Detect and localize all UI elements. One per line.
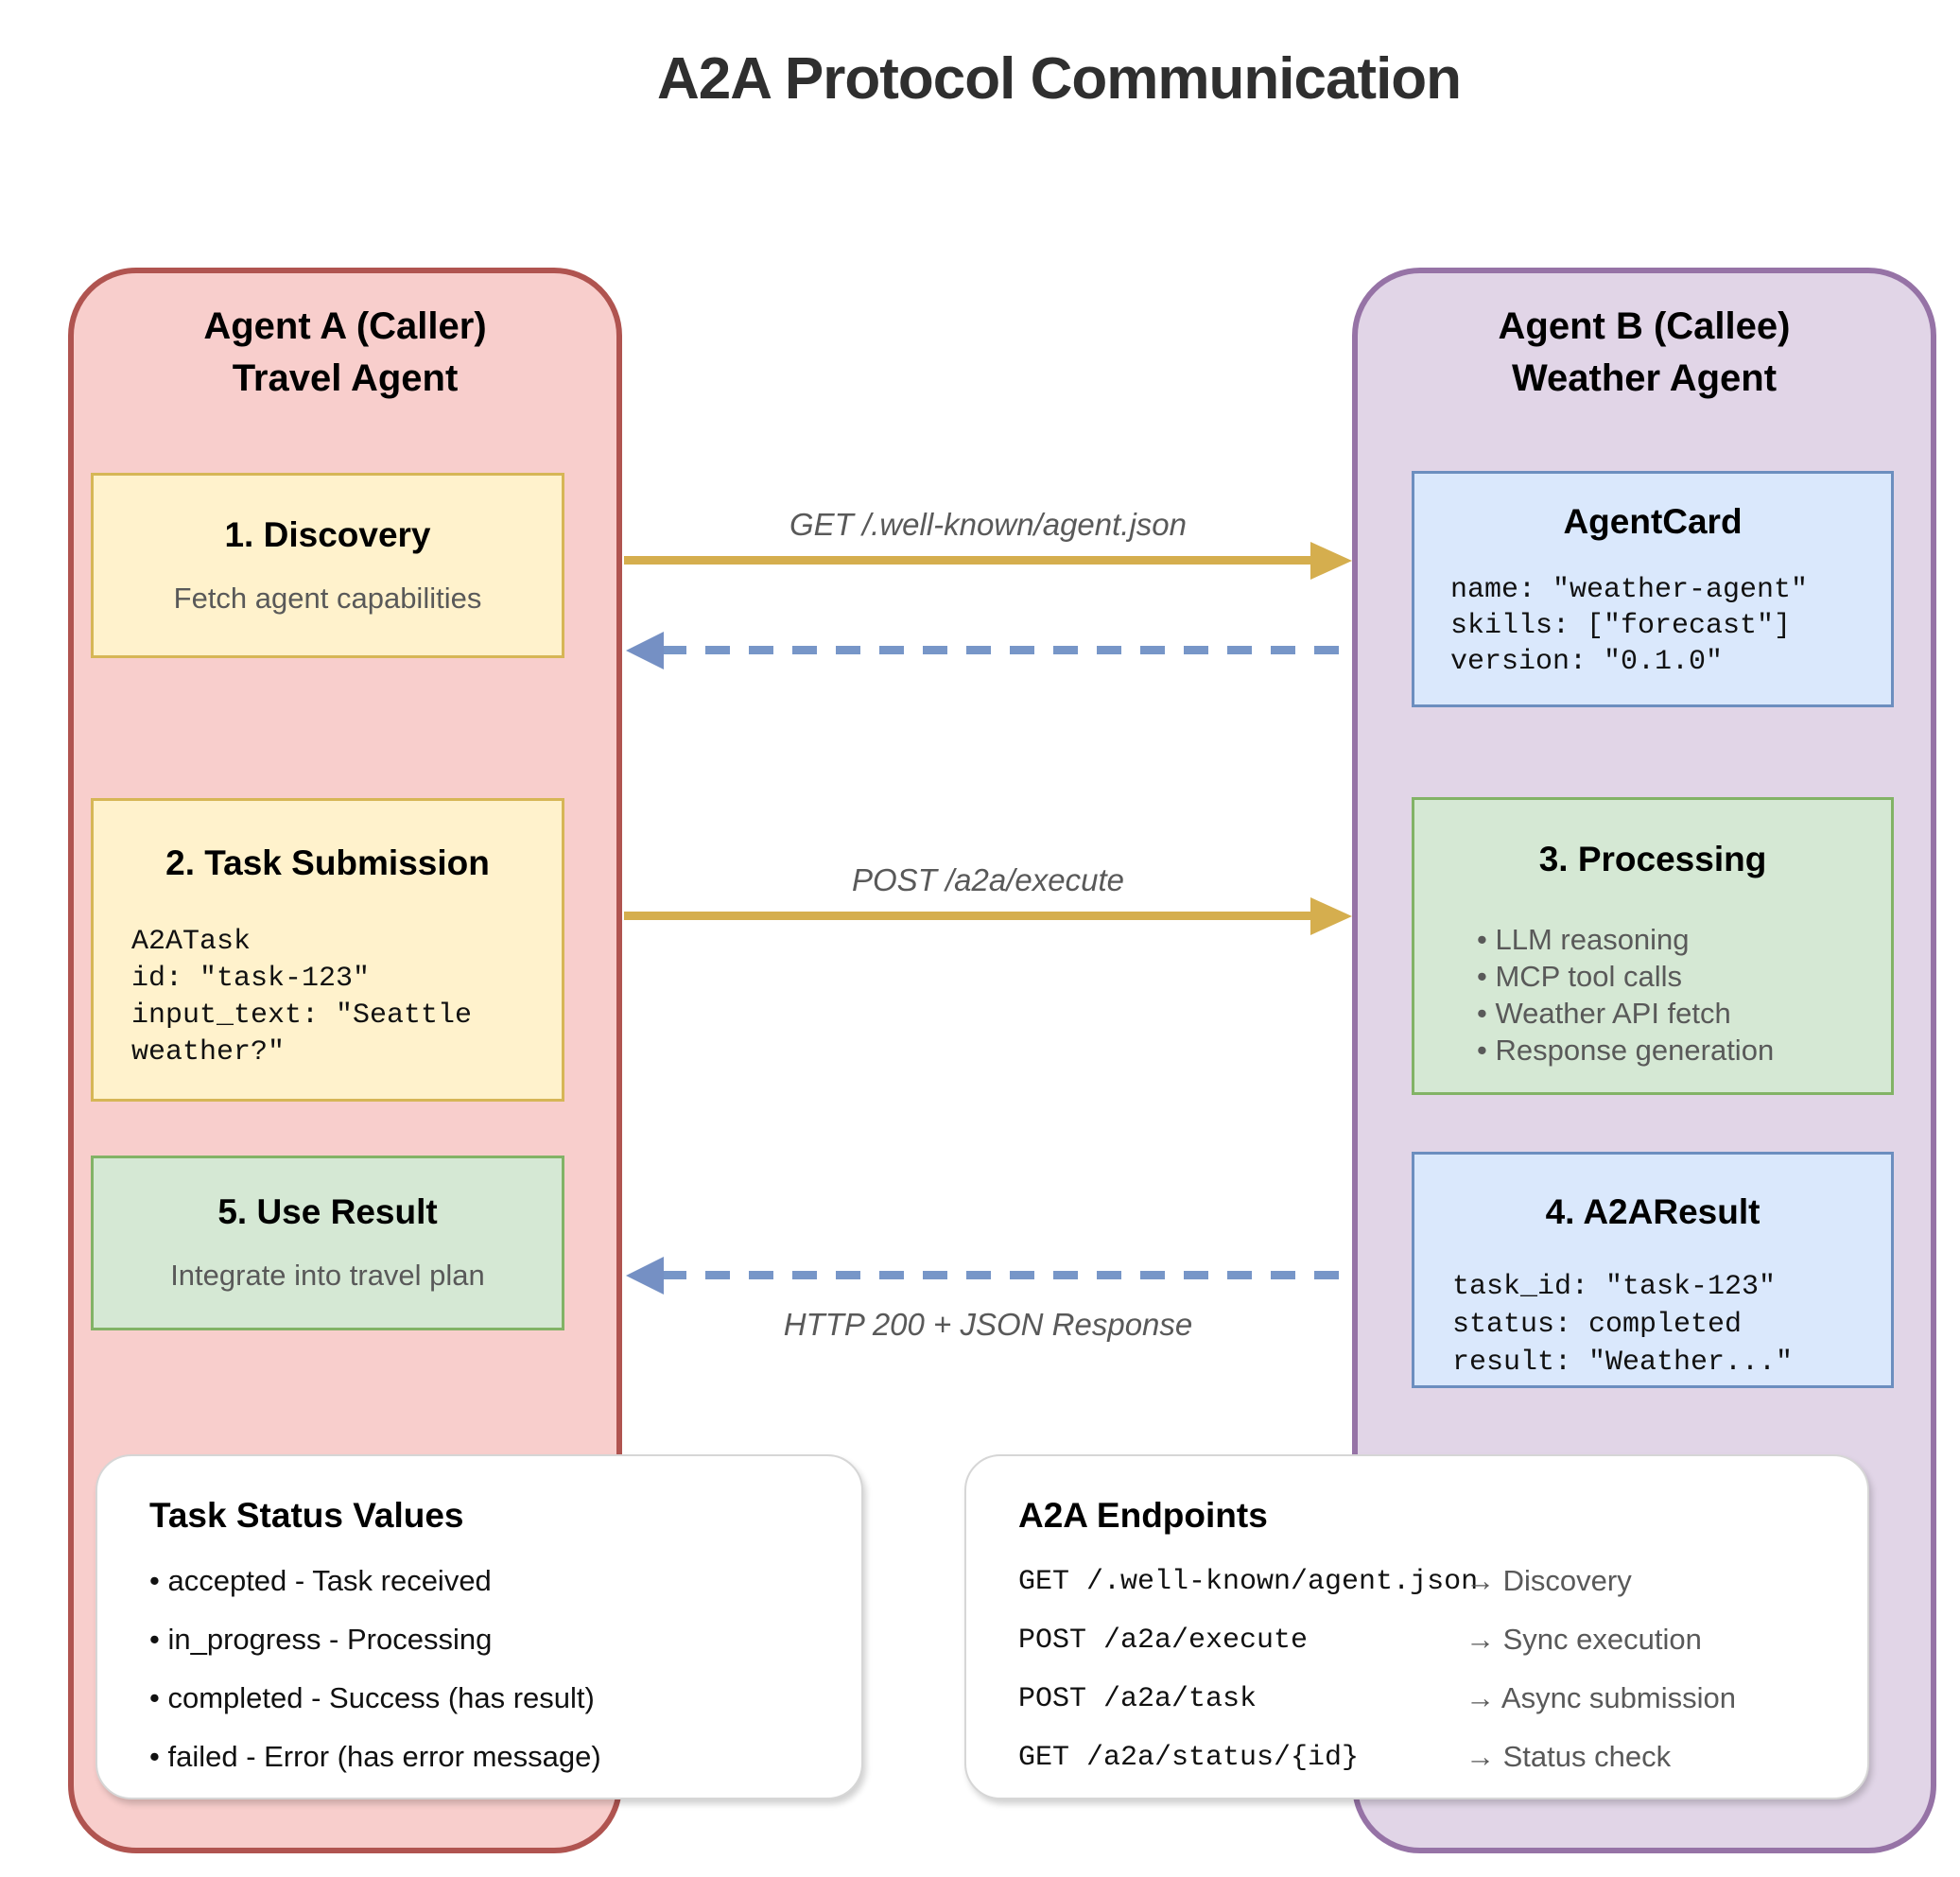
- node-a2a-result-code: task_id: "task-123" status: completed re…: [1452, 1271, 1794, 1379]
- node-processing-title: 3. Processing: [1538, 840, 1767, 878]
- node-agent-card-code: name: "weather-agent" skills: ["forecast…: [1450, 574, 1809, 678]
- a2a-endpoints-title: A2A Endpoints: [1018, 1496, 1268, 1535]
- node-processing-items: LLM reasoning MCP tool calls Weather API…: [1477, 921, 1774, 1069]
- status-item-in-progress: in_progress - Processing: [149, 1623, 492, 1657]
- node-discovery: 1. Discovery Fetch agent capabilities: [91, 473, 564, 658]
- node-agent-card-title: AgentCard: [1563, 502, 1743, 541]
- endpoint-desc: → Sync execution: [1466, 1623, 1702, 1656]
- node-discovery-title: 1. Discovery: [224, 515, 431, 554]
- agent-b-title: Agent B (Callee) Weather Agent: [1352, 301, 1936, 405]
- agent-a-title: Agent A (Caller) Travel Agent: [68, 301, 622, 405]
- agent-b-name-line1: Agent B (Callee): [1498, 305, 1791, 347]
- discovery-request-label: GET /.well-known/agent.json: [789, 507, 1188, 542]
- task-status-values-box: Task Status Values accepted - Task recei…: [95, 1454, 863, 1799]
- agent-a-name-line1: Agent A (Caller): [203, 305, 487, 347]
- http-response-arrowhead-icon: [626, 1257, 664, 1295]
- execute-request-arrow: [624, 912, 1312, 920]
- node-discovery-subtitle: Fetch agent capabilities: [173, 582, 482, 615]
- node-task-submission-code: A2ATask id: "task-123" input_text: "Seat…: [131, 926, 473, 1069]
- http-response-arrow: [662, 1271, 1352, 1279]
- endpoint-desc: → Discovery: [1466, 1564, 1632, 1597]
- page-title: A2A Protocol Communication: [656, 46, 1462, 112]
- status-item-accepted: accepted - Task received: [149, 1564, 491, 1598]
- endpoint-desc: → Async submission: [1466, 1681, 1736, 1714]
- discovery-request-arrow: [624, 556, 1312, 565]
- processing-item: Weather API fetch: [1477, 995, 1774, 1032]
- a2a-endpoints-box: A2A Endpoints GET /.well-known/agent.jso…: [964, 1454, 1869, 1799]
- node-use-result-title: 5. Use Result: [217, 1192, 438, 1231]
- execute-request-arrowhead-icon: [1310, 897, 1352, 935]
- endpoint-path: GET /a2a/status/{id}: [1018, 1742, 1360, 1774]
- node-task-submission-title: 2. Task Submission: [165, 843, 490, 882]
- processing-item: MCP tool calls: [1477, 958, 1774, 995]
- node-processing: 3. Processing LLM reasoning MCP tool cal…: [1412, 797, 1894, 1095]
- status-item-completed: completed - Success (has result): [149, 1681, 594, 1715]
- node-use-result: 5. Use Result Integrate into travel plan: [91, 1156, 564, 1330]
- status-item-failed: failed - Error (has error message): [149, 1740, 600, 1774]
- discovery-response-arrowhead-icon: [626, 632, 664, 669]
- node-a2a-result: 4. A2AResult task_id: "task-123" status:…: [1412, 1152, 1894, 1388]
- agent-b-name-line2: Weather Agent: [1511, 357, 1778, 399]
- node-use-result-subtitle: Integrate into travel plan: [170, 1259, 485, 1292]
- endpoint-path: POST /a2a/task: [1018, 1683, 1258, 1715]
- node-a2a-result-title: 4. A2AResult: [1545, 1192, 1761, 1231]
- agent-a-name-line2: Travel Agent: [232, 357, 459, 399]
- node-task-submission: 2. Task Submission A2ATask id: "task-123…: [91, 798, 564, 1102]
- execute-request-label: POST /a2a/execute: [852, 862, 1124, 897]
- http-response-label: HTTP 200 + JSON Response: [783, 1307, 1193, 1342]
- endpoint-desc: → Status check: [1466, 1740, 1672, 1773]
- task-status-values-title: Task Status Values: [149, 1496, 464, 1535]
- discovery-response-arrow: [662, 646, 1352, 654]
- endpoint-path: GET /.well-known/agent.json: [1018, 1566, 1479, 1598]
- processing-item: LLM reasoning: [1477, 921, 1774, 958]
- node-agent-card: AgentCard name: "weather-agent" skills: …: [1412, 471, 1894, 707]
- endpoint-path: POST /a2a/execute: [1018, 1625, 1309, 1657]
- discovery-request-arrowhead-icon: [1310, 542, 1352, 580]
- processing-item: Response generation: [1477, 1032, 1774, 1069]
